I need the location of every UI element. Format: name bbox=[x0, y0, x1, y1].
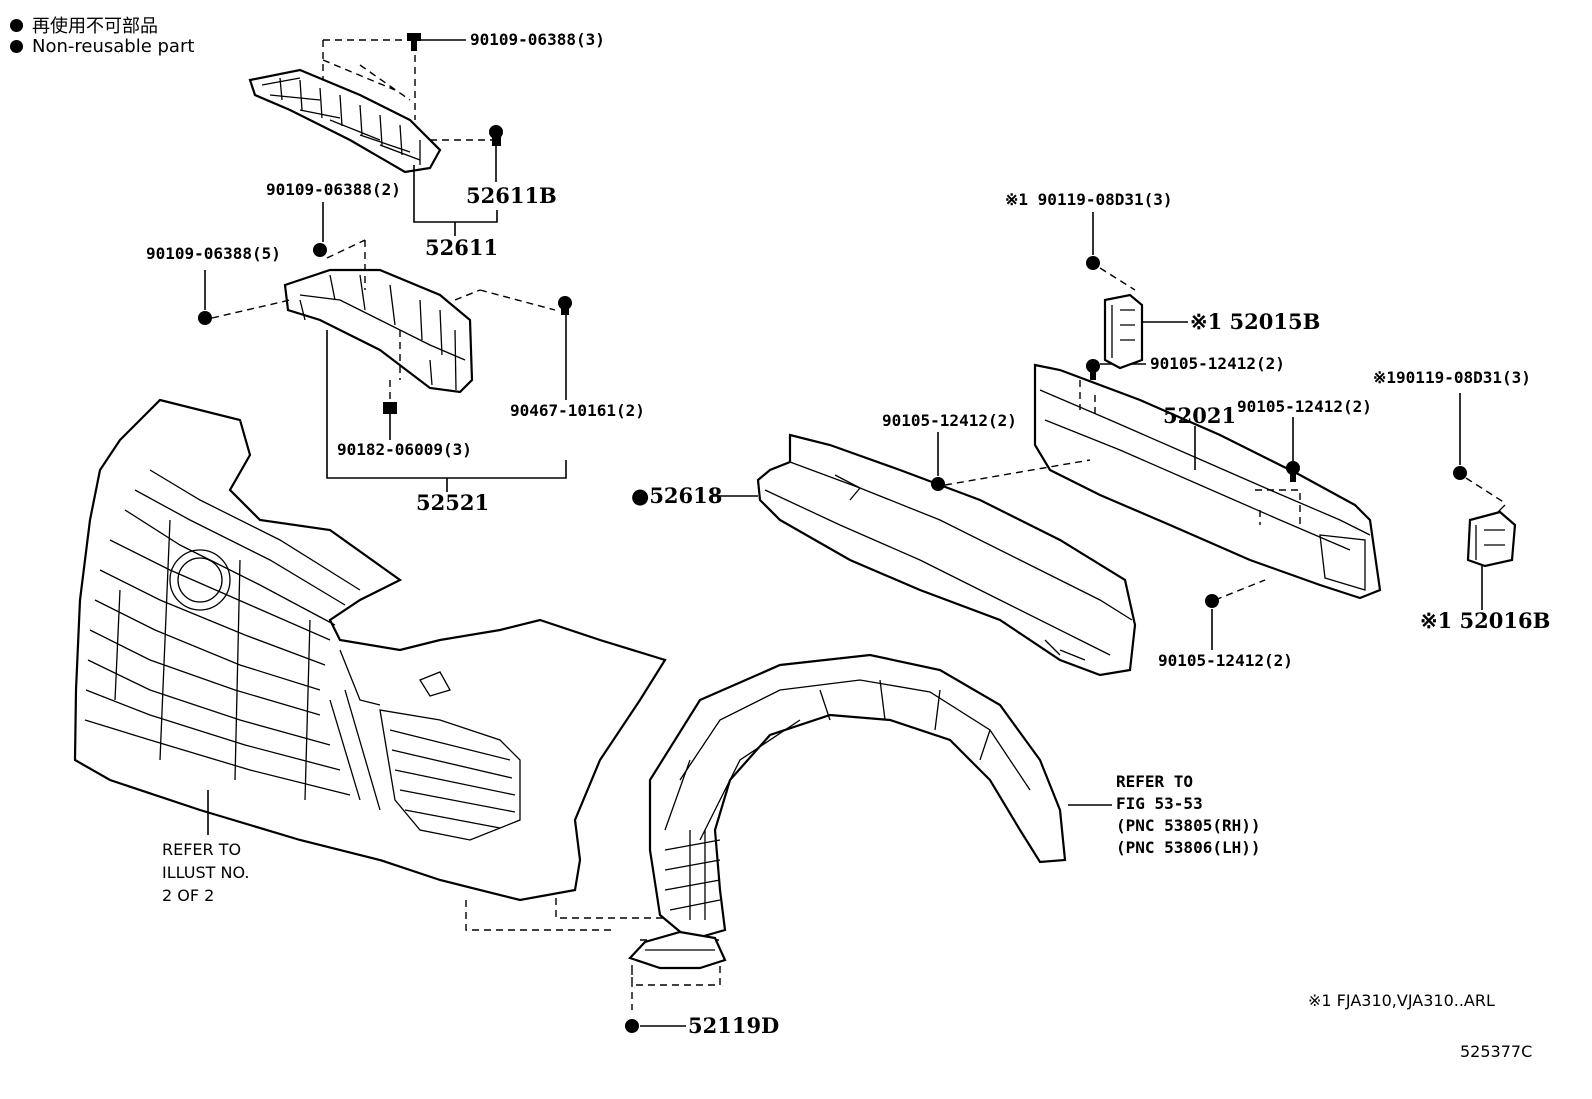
illustration-id: 525377C bbox=[1460, 1042, 1533, 1061]
bolt-icon bbox=[1286, 461, 1300, 482]
label-part-52521: 52521 bbox=[416, 490, 490, 515]
bolt-icon bbox=[1205, 594, 1219, 608]
note-line: ILLUST NO. bbox=[162, 863, 250, 882]
bolt-icon bbox=[931, 477, 945, 491]
legend-en-text: Non-reusable part bbox=[32, 36, 195, 57]
bracket-52016b bbox=[1466, 504, 1517, 568]
note-line: 2 OF 2 bbox=[162, 886, 215, 905]
label-part-52611: 52611 bbox=[425, 235, 499, 260]
label-nut-52521: 90182-06009(3) bbox=[337, 440, 472, 459]
energy-absorber-52618 bbox=[756, 433, 1137, 677]
bullet-icon bbox=[10, 40, 23, 53]
legend-jp: 再使用不可部品 bbox=[10, 12, 158, 38]
label-bolt-52021-bottom: 90105-12412(2) bbox=[1158, 651, 1293, 670]
note-line: (PNC 53806(LH)) bbox=[1116, 838, 1261, 857]
bolt-icon bbox=[198, 311, 212, 325]
label-bolt-52521-left: 90109-06388(5) bbox=[146, 244, 281, 263]
note-refer-illust: REFER TO ILLUST NO. 2 OF 2 bbox=[162, 838, 249, 907]
nut-icon bbox=[383, 402, 397, 414]
label-bolt-52021-top: 90105-12412(2) bbox=[1150, 354, 1285, 373]
bolt-icon bbox=[1086, 359, 1100, 380]
bolt-icon bbox=[1453, 466, 1467, 480]
bumper-reinforcement-52021 bbox=[1033, 363, 1382, 600]
fender-liner bbox=[648, 653, 1067, 942]
label-part-52015b: ※1 52015B bbox=[1190, 309, 1321, 334]
bolt-icon bbox=[1086, 256, 1100, 270]
clip-icon bbox=[489, 125, 503, 146]
splash-shield bbox=[628, 930, 727, 970]
label-bolt-52611-top: 90109-06388(3) bbox=[470, 30, 605, 49]
legend-jp-text: 再使用不可部品 bbox=[32, 16, 158, 37]
bullet-icon bbox=[10, 18, 23, 32]
bolt-icon bbox=[625, 1019, 639, 1033]
note-line: (PNC 53805(RH)) bbox=[1116, 816, 1261, 835]
bracket-assembly-52521 bbox=[283, 268, 474, 394]
label-part-52611b: 52611B bbox=[466, 183, 557, 208]
label-part-52016b: ※1 52016B bbox=[1420, 608, 1551, 633]
legend-en: Non-reusable part bbox=[10, 36, 194, 57]
clip-icon bbox=[558, 296, 572, 315]
bracket-52015b bbox=[1103, 293, 1144, 370]
note-refer-fig: REFER TO FIG 53-53 (PNC 53805(RH)) (PNC … bbox=[1116, 771, 1261, 859]
note-line: FIG 53-53 bbox=[1116, 794, 1203, 813]
label-bolt-52021-right: 90105-12412(2) bbox=[1237, 397, 1372, 416]
note-line: REFER TO bbox=[162, 840, 242, 859]
label-part-52021: 52021 bbox=[1163, 403, 1237, 428]
label-bolt-52021-left: 90105-12412(2) bbox=[882, 411, 1017, 430]
note-line: REFER TO bbox=[1116, 772, 1194, 791]
grille-upper-support-52611 bbox=[248, 68, 442, 174]
label-clip-52521: 90467-10161(2) bbox=[510, 401, 645, 420]
bolt-icon bbox=[407, 33, 421, 51]
label-part-52618: ●52618 bbox=[631, 483, 723, 508]
footnote: ※1 FJA310,VJA310..ARL bbox=[1308, 991, 1495, 1010]
bolt-icon bbox=[313, 243, 327, 257]
label-bolt-52016b: ※190119-08D31(3) bbox=[1373, 368, 1531, 387]
label-part-52119d: 52119D bbox=[688, 1013, 780, 1038]
front-bumper-cover bbox=[73, 398, 667, 902]
label-bolt-52521-top: 90109-06388(2) bbox=[266, 180, 401, 199]
label-bolt-52015b: ※1 90119-08D31(3) bbox=[1005, 190, 1173, 209]
